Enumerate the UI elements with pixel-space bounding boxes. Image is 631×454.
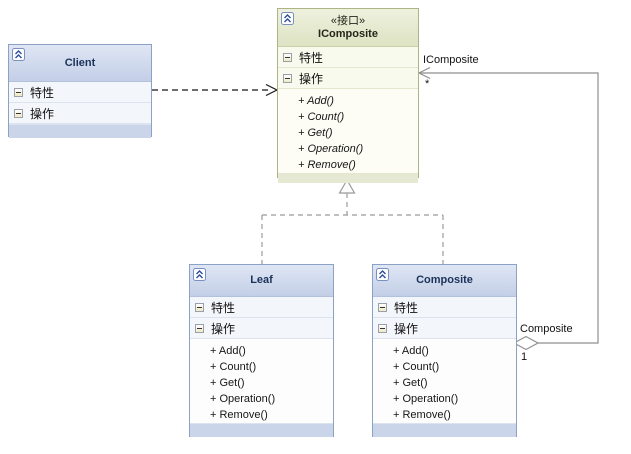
section-properties[interactable]: 特性 <box>190 297 333 318</box>
class-box-client[interactable]: Client 特性 操作 <box>8 44 152 138</box>
section-operations[interactable]: 操作 <box>373 318 516 339</box>
aggregation-target-multiplicity-label: * <box>425 78 430 90</box>
class-box-composite[interactable]: Composite 特性 操作 + Add() + Count() + Get(… <box>372 264 517 437</box>
method-item: + Get() <box>210 377 245 389</box>
composite-header[interactable]: Composite <box>373 265 516 297</box>
dependency-client-icomposite[interactable] <box>152 83 278 97</box>
section-label: 特性 <box>30 85 55 100</box>
stereotype-label: «接口» <box>330 14 366 27</box>
method-item: + Operation() <box>210 393 276 405</box>
client-header[interactable]: Client <box>9 45 151 82</box>
method-item: + Get() <box>298 127 333 139</box>
section-label: 操作 <box>394 321 419 336</box>
box-footer <box>373 423 516 437</box>
collapse-section-icon[interactable] <box>14 87 23 97</box>
method-item: + Count() <box>210 361 257 373</box>
aggregation-target-role-label: IComposite <box>423 54 479 66</box>
aggregation-source-multiplicity-label: 1 <box>521 351 528 363</box>
interface-name: IComposite <box>318 27 378 40</box>
collapse-section-icon[interactable] <box>14 108 23 118</box>
icomposite-header[interactable]: «接口» IComposite <box>278 9 418 47</box>
method-item: + Remove() <box>393 409 451 421</box>
class-name: Composite <box>416 274 473 286</box>
collapse-section-icon[interactable] <box>283 73 292 83</box>
interface-box-icomposite[interactable]: «接口» IComposite 特性 操作 + Add() + Count() … <box>277 8 419 183</box>
collapse-section-icon[interactable] <box>195 323 204 333</box>
method-item: + Add() <box>393 345 429 357</box>
methods-list: + Add() + Count() + Get() + Operation() … <box>278 89 418 173</box>
method-item: + Add() <box>298 95 334 107</box>
collapse-all-icon[interactable] <box>281 12 294 25</box>
method-item: + Count() <box>393 361 440 373</box>
section-properties[interactable]: 特性 <box>9 82 151 103</box>
method-item: + Operation() <box>298 143 364 155</box>
method-item: + Add() <box>210 345 246 357</box>
collapse-all-icon[interactable] <box>12 48 25 61</box>
section-label: 操作 <box>211 321 236 336</box>
collapse-all-icon[interactable] <box>193 268 206 281</box>
class-name: Leaf <box>250 274 273 286</box>
aggregation-open-arrowhead-icon <box>418 66 431 80</box>
method-item: + Get() <box>393 377 428 389</box>
class-box-leaf[interactable]: Leaf 特性 操作 + Add() + Count() + Get() + O… <box>189 264 334 437</box>
collapse-section-icon[interactable] <box>378 323 387 333</box>
methods-list: + Add() + Count() + Get() + Operation() … <box>190 339 333 423</box>
section-operations[interactable]: 操作 <box>278 68 418 89</box>
method-item: + Remove() <box>298 159 356 171</box>
dependency-open-arrowhead-icon <box>265 83 278 97</box>
realization-tree[interactable] <box>261 178 444 264</box>
aggregation-diamond-icon <box>512 335 540 351</box>
method-item: + Remove() <box>210 409 268 421</box>
section-label: 特性 <box>211 300 236 315</box>
section-properties[interactable]: 特性 <box>373 297 516 318</box>
box-footer <box>278 173 418 183</box>
section-label: 特性 <box>394 300 419 315</box>
section-label: 操作 <box>30 106 55 121</box>
section-operations[interactable]: 操作 <box>9 103 151 124</box>
methods-list: + Add() + Count() + Get() + Operation() … <box>373 339 516 423</box>
method-item: + Count() <box>298 111 345 123</box>
collapse-section-icon[interactable] <box>195 302 204 312</box>
box-footer <box>190 423 333 437</box>
section-label: 操作 <box>299 71 324 86</box>
section-operations[interactable]: 操作 <box>190 318 333 339</box>
collapse-all-icon[interactable] <box>376 268 389 281</box>
section-label: 特性 <box>299 50 324 65</box>
collapse-section-icon[interactable] <box>378 302 387 312</box>
class-name: Client <box>64 56 96 69</box>
leaf-header[interactable]: Leaf <box>190 265 333 297</box>
collapse-section-icon[interactable] <box>283 52 292 62</box>
box-footer <box>9 124 151 138</box>
section-properties[interactable]: 特性 <box>278 47 418 68</box>
aggregation-source-role-label: Composite <box>520 323 573 335</box>
method-item: + Operation() <box>393 393 459 405</box>
